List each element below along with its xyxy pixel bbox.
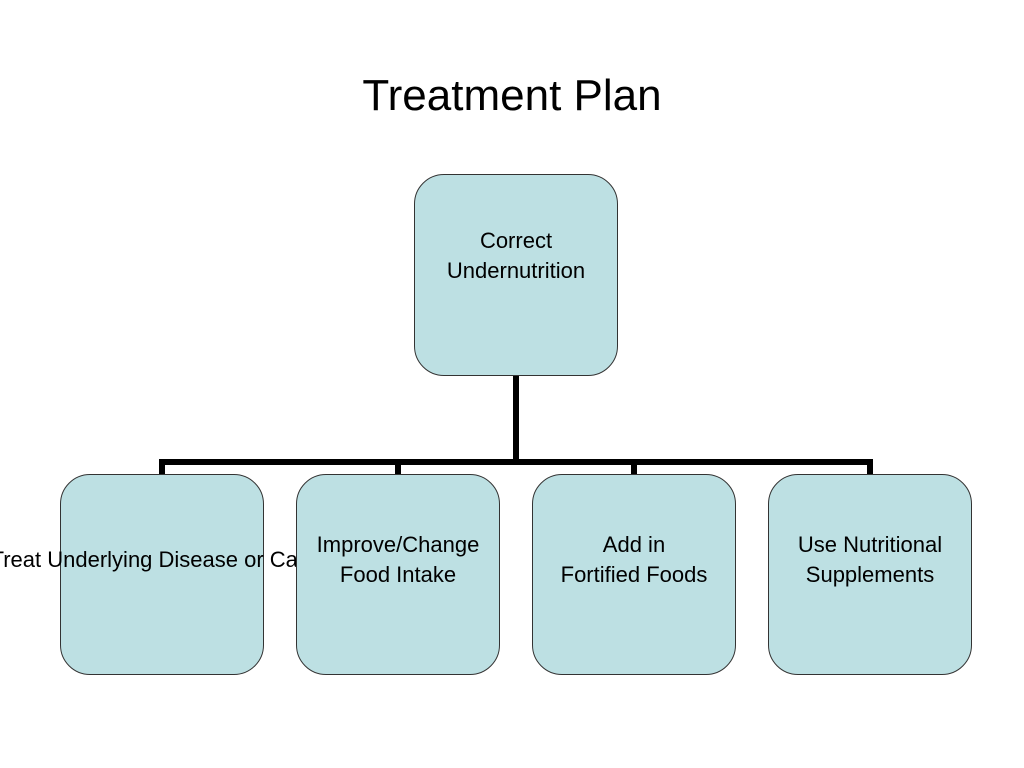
node-fortified-foods: Add in Fortified Foods [532, 474, 736, 675]
node-nutritional-supplements: Use Nutritional Supplements [768, 474, 972, 675]
node-correct-undernutrition: Correct Undernutrition [414, 174, 618, 376]
node-label: Use Nutritional Supplements [797, 531, 943, 587]
node-label: Treat Underlying Disease or Cause [0, 546, 334, 572]
node-treat-underlying-disease: Treat Underlying Disease or Cause [0, 474, 333, 675]
slide-title: Treatment Plan [362, 71, 662, 120]
node-improve-food-intake: Improve/Change Food Intake [296, 474, 500, 675]
node-label: Correct Undernutrition [446, 228, 586, 283]
node-label: Add in Fortified Foods [560, 531, 708, 587]
node-label: Improve/Change Food Intake [316, 531, 480, 587]
